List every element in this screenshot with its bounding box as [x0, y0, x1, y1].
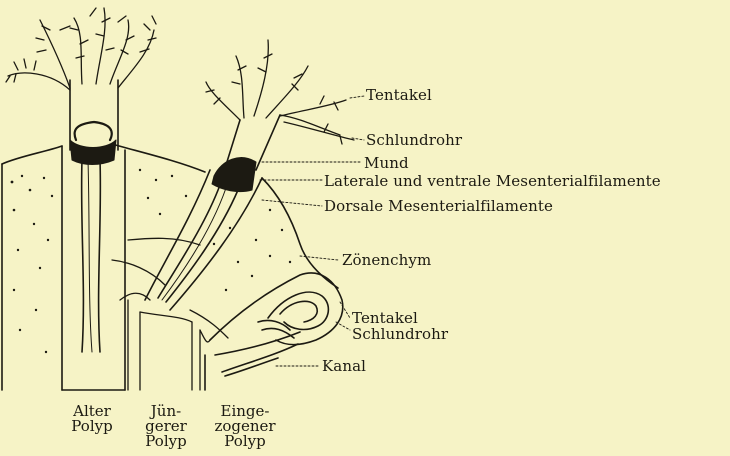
- leader-lines: [260, 96, 364, 366]
- caption-juengerer-polyp: Jün- gerer Polyp: [121, 404, 211, 449]
- caption-line: Polyp: [121, 434, 211, 449]
- old-polyp: [62, 80, 125, 390]
- label-kanal: Kanal: [322, 357, 366, 375]
- canal: [205, 355, 278, 390]
- caption-eingezogener-polyp: Einge- zogener Polyp: [200, 404, 290, 449]
- old-polyp-tentacles: [6, 8, 156, 90]
- label-zoenenchym: Zönenchym: [342, 251, 431, 269]
- label-mund: Mund: [364, 154, 409, 172]
- younger-polyp-tentacles: [206, 40, 354, 144]
- coenenchyme-surface: [2, 144, 338, 288]
- label-schlundrohr-top: Schlundrohr: [366, 131, 462, 149]
- label-schlundrohr-bottom: Schlundrohr: [352, 325, 448, 343]
- younger-polyp: [145, 115, 340, 310]
- label-laterale-mesenterialfilamente: Laterale und ventrale Mesenterialfilamen…: [324, 172, 661, 190]
- label-dorsale-mesenterialfilamente: Dorsale Mesenterialfilamente: [324, 197, 553, 215]
- label-tentakel-top: Tentakel: [366, 86, 432, 104]
- coenenchyme-stipple: [11, 169, 292, 353]
- caption-line: Polyp: [200, 434, 290, 449]
